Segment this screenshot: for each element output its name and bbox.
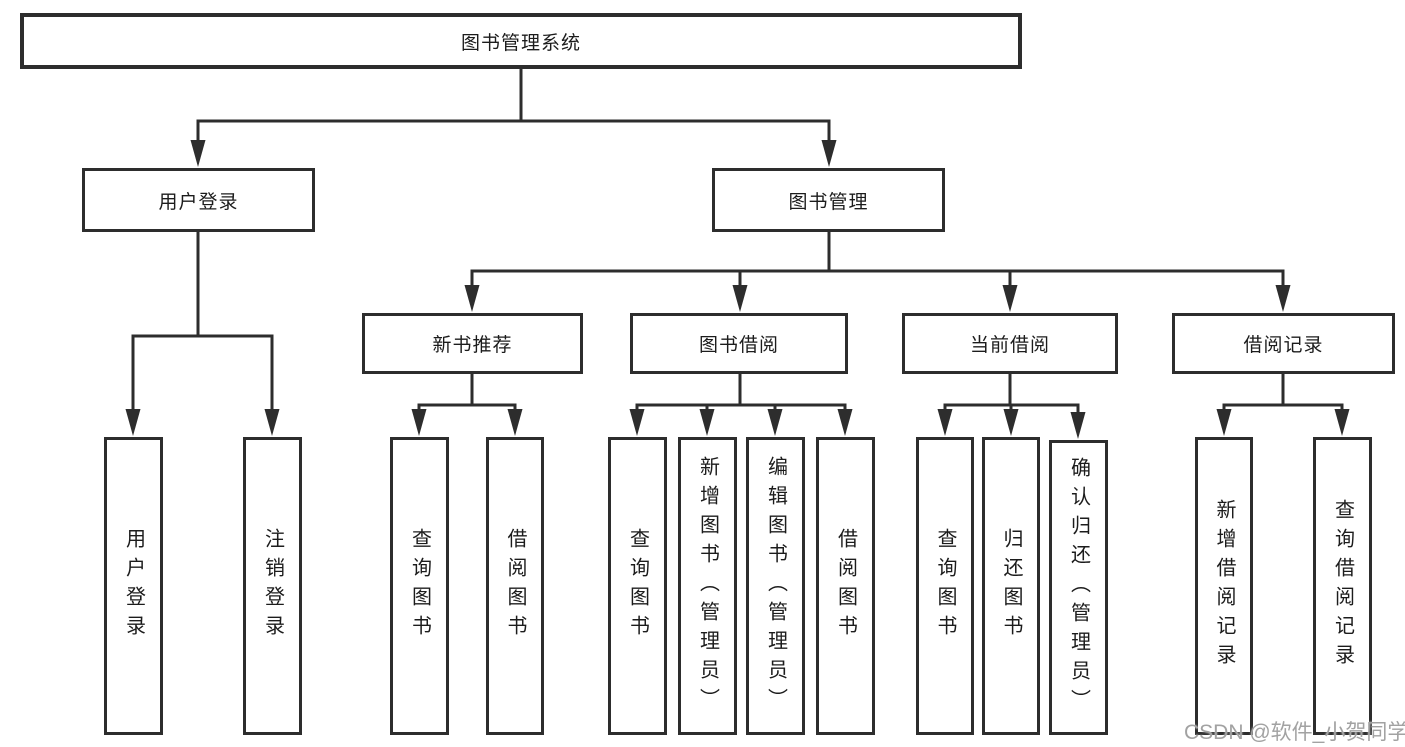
node-borrow-record-label: 借阅记录 — [1243, 335, 1324, 356]
node-new-book-recommend-label: 新书推荐 — [432, 335, 513, 356]
leaf-newrec-query-book: 查询图书 — [390, 437, 449, 735]
node-current-borrow: 当前借阅 — [902, 313, 1118, 374]
leaf-current-confirm-return-admin: 确认归还（管理员） — [1049, 440, 1108, 735]
node-root: 图书管理系统 — [20, 13, 1022, 69]
leaf-current-query-book: 查询图书 — [916, 437, 974, 735]
leaf-borrow-borrow-book: 借阅图书 — [816, 437, 875, 735]
leaf-record-add-record: 新增借阅记录 — [1195, 437, 1253, 735]
leaf-user-login: 用户登录 — [104, 437, 163, 735]
leaf-newrec-borrow-book: 借阅图书 — [486, 437, 544, 735]
watermark: CSDN @软件_小贺同学 — [1184, 721, 1405, 744]
leaf-logout: 注销登录 — [243, 437, 302, 735]
node-new-book-recommend: 新书推荐 — [362, 313, 583, 374]
node-current-borrow-label: 当前借阅 — [969, 335, 1050, 356]
node-user-login-label: 用户登录 — [158, 191, 239, 213]
leaf-borrow-edit-book-admin: 编辑图书（管理员） — [746, 437, 805, 735]
node-borrow-record: 借阅记录 — [1172, 313, 1395, 374]
leaf-record-query-record: 查询借阅记录 — [1313, 437, 1372, 735]
node-book-management-label: 图书管理 — [788, 191, 869, 213]
node-book-management: 图书管理 — [712, 168, 945, 232]
leaf-borrow-query-book: 查询图书 — [608, 437, 667, 735]
node-user-login: 用户登录 — [82, 168, 315, 232]
leaf-current-return-book: 归还图书 — [982, 437, 1040, 735]
arrowheads — [125, 140, 1350, 439]
node-book-borrow-label: 图书借阅 — [698, 335, 779, 356]
leaf-borrow-add-book-admin: 新增图书（管理员） — [678, 437, 737, 735]
node-book-borrow: 图书借阅 — [630, 313, 848, 374]
node-root-label: 图书管理系统 — [460, 32, 581, 54]
